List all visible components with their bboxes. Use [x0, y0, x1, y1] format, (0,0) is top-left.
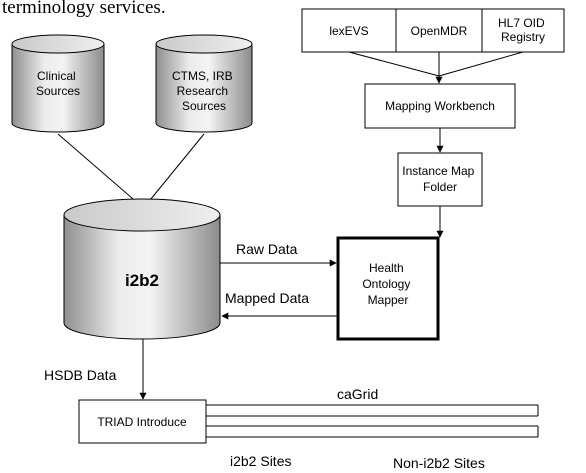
registry-group: lexEVS OpenMDR HL7 OID Registry: [301, 8, 565, 53]
mapping-workbench-label: Mapping Workbench: [385, 99, 495, 113]
sources-connectors: [57, 133, 205, 210]
openmdr-label: OpenMDR: [411, 24, 468, 38]
mapped-data-label: Mapped Data: [225, 290, 309, 306]
ctms-line3: Sources: [182, 99, 226, 113]
lexevs-label: lexEVS: [329, 24, 368, 38]
ctms-line1: CTMS, IRB: [172, 69, 233, 83]
mapping-workbench-box: [364, 83, 516, 129]
instance-map-folder-label: Instance Map Folder: [402, 164, 477, 194]
clinical-sources-database: Clinical Sources: [11, 34, 105, 133]
i2b2-sites-label: i2b2 Sites: [230, 453, 291, 469]
cagrid-label: caGrid: [337, 386, 378, 402]
health-ontology-mapper-label: Health Ontology Mapper: [362, 261, 413, 307]
instance-map-folder-box: [397, 152, 483, 207]
caption-fragment: terminology services.: [2, 0, 166, 18]
triad-introduce-box: [78, 399, 207, 444]
health-ontology-mapper-box: [336, 236, 440, 341]
ctms-line2: Research: [177, 84, 228, 98]
clinical-sources-line2: Sources: [36, 84, 80, 98]
registry-connectors: [348, 51, 524, 84]
cagrid-bus: [206, 404, 539, 438]
svg-text:HL7 OID Registry: HL7 OID Registry: [498, 16, 548, 44]
i2b2-label: i2b2: [125, 271, 159, 290]
hl7-line1: HL7 OID: [498, 16, 545, 30]
non-i2b2-sites-label: Non-i2b2 Sites: [393, 455, 485, 471]
raw-data-label: Raw Data: [236, 241, 298, 257]
triad-introduce-label: TRIAD Introduce: [97, 415, 187, 429]
i2b2-database: i2b2: [63, 198, 221, 340]
svg-text:Clinical Sources: Clinical Sources: [36, 69, 80, 98]
ctms-irb-sources-database: CTMS, IRB Research Sources: [155, 34, 253, 133]
svg-text:CTMS, IRB Research: CTMS, IRB Research Sources: [172, 69, 236, 113]
hl7-line2: Registry: [501, 30, 545, 44]
hsdb-data-label: HSDB Data: [44, 367, 117, 383]
clinical-sources-line1: Clinical: [37, 69, 76, 83]
